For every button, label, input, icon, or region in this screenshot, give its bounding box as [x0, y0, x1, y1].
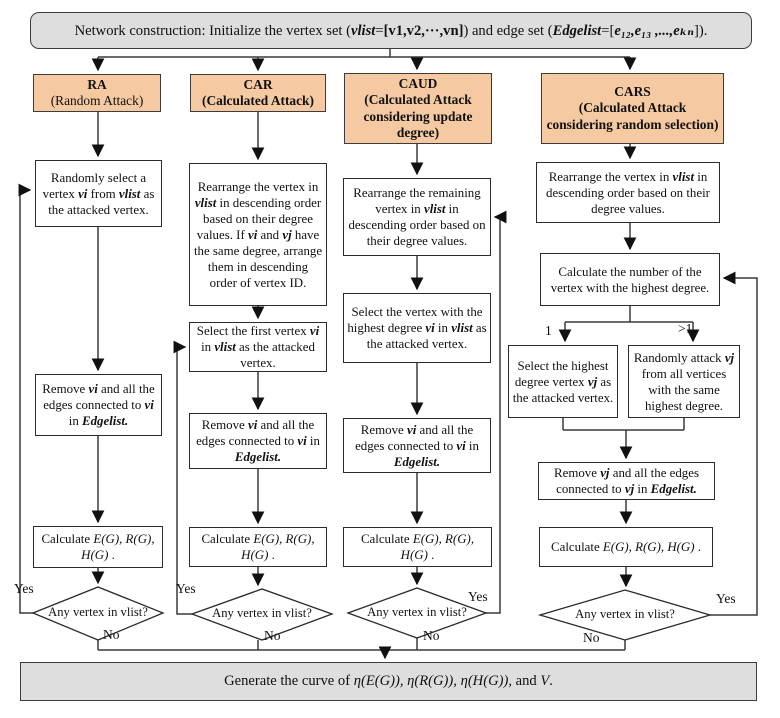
car-no-label: No — [264, 628, 281, 643]
caud-step-remove-vertex: Remove vi and all the edges connected to… — [343, 418, 491, 473]
caud-header-abbr: CAUD — [398, 75, 438, 91]
ra-yes-label: Yes — [14, 581, 34, 596]
ra-header: RA (Random Attack) — [33, 74, 161, 112]
cars-yes-label: Yes — [716, 591, 736, 606]
ra-step-remove-vertex: Remove vi and all the edges connected to… — [35, 374, 162, 436]
caud-step-rearrange-text: Rearrange the remaining vertex in vlist … — [348, 186, 486, 248]
car-header: CAR (Calculated Attack) — [190, 74, 326, 112]
car-step-rearrange-text: Rearrange the vertex in vlist in descend… — [193, 179, 323, 290]
network-construction-text: Network construction: Initialize the ver… — [74, 22, 708, 39]
cars-step-remove-vertex: Remove vj and all the edges connected to… — [538, 462, 715, 500]
car-decision-diamond — [190, 588, 334, 641]
caud-step-calculate: Calculate E(G), R(G), H(G) . — [343, 527, 492, 567]
cars-step-calculate: Calculate E(G), R(G), H(G) . — [539, 527, 713, 567]
caud-decision-label: Any vertex in vlist? — [357, 605, 477, 620]
car-decision-label: Any vertex in vlist? — [202, 606, 322, 621]
ra-decision-label: Any vertex in vlist? — [38, 605, 158, 620]
cars-no-label: No — [583, 630, 600, 645]
cars-step-count-highest: Calculate the number of the vertex with … — [540, 253, 720, 306]
ra-step-calculate-text: Calculate E(G), R(G), H(G) . — [41, 532, 155, 562]
cars-step-remove-vertex-text: Remove vj and all the edges connected to… — [554, 466, 699, 496]
ra-decision-diamond — [31, 586, 165, 641]
car-step-calculate: Calculate E(G), R(G), H(G) . — [189, 527, 327, 567]
caud-step-select-highest-text: Select the vertex with the highest degre… — [347, 305, 487, 351]
car-step-select-first-text: Select the first vertex vi in vlist as t… — [196, 324, 320, 370]
cars-step-random-attack: Randomly attack vj from all vertices wit… — [628, 345, 740, 418]
ra-step-select-vertex-text: Randomly select a vertex vi from vlist a… — [42, 170, 155, 217]
caud-step-rearrange: Rearrange the remaining vertex in vlist … — [343, 178, 491, 256]
caud-step-select-highest: Select the vertex with the highest degre… — [343, 293, 491, 363]
caud-step-calculate-text: Calculate E(G), R(G), H(G) . — [360, 532, 475, 562]
ra-step-calculate: Calculate E(G), R(G), H(G) . — [33, 526, 163, 568]
cars-step-calculate-text: Calculate E(G), R(G), H(G) . — [551, 540, 701, 554]
cars-decision-text: Any vertex in vlist? — [575, 607, 675, 621]
caud-step-remove-vertex-text: Remove vi and all the edges connected to… — [355, 422, 479, 469]
caud-no-label: No — [423, 628, 440, 643]
car-header-abbr: CAR — [243, 76, 273, 92]
cars-header: CARS (Calculated Attack considering rand… — [541, 73, 724, 144]
cars-header-abbr: CARS — [614, 83, 651, 99]
network-construction-banner: Network construction: Initialize the ver… — [30, 12, 752, 49]
car-step-remove-vertex-text: Remove vi and all the edges connected to… — [196, 418, 320, 464]
ra-header-abbr: RA — [87, 76, 107, 92]
car-header-full: (Calculated Attack) — [202, 93, 314, 108]
cars-step-random-attack-text: Randomly attack vj from all vertices wit… — [633, 350, 735, 413]
car-yes-label: Yes — [176, 581, 196, 596]
cars-step-rearrange: Rearrange the vertex in vlist in descend… — [536, 162, 720, 223]
ra-step-remove-vertex-text: Remove vi and all the edges connected to… — [42, 382, 155, 428]
caud-decision-text: Any vertex in vlist? — [367, 605, 467, 619]
ra-step-select-vertex: Randomly select a vertex vi from vlist a… — [35, 160, 162, 227]
cars-step-rearrange-text: Rearrange the vertex in vlist in descend… — [546, 169, 710, 216]
car-step-remove-vertex: Remove vi and all the edges connected to… — [189, 413, 327, 469]
ra-header-full: (Random Attack) — [50, 93, 144, 108]
cars-step-select-highest-text: Select the highest degree vertex vj as t… — [512, 358, 614, 405]
cars-header-full: (Calculated Attack considering random se… — [546, 100, 719, 132]
cars-step-count-highest-text: Calculate the number of the vertex with … — [550, 264, 710, 295]
generate-curve-text: Generate the curve of η(E(G)), η(R(G)), … — [224, 673, 553, 689]
ra-no-label: No — [103, 627, 120, 642]
ra-decision-text: Any vertex in vlist? — [48, 605, 148, 619]
cars-decision-diamond — [537, 589, 713, 641]
cars-branch-label-one: 1 — [545, 323, 552, 338]
car-decision-text: Any vertex in vlist? — [212, 606, 312, 620]
cars-branch-label-many: >1 — [678, 321, 693, 336]
car-step-rearrange: Rearrange the vertex in vlist in descend… — [189, 163, 327, 306]
car-step-calculate-text: Calculate E(G), R(G), H(G) . — [201, 532, 315, 562]
caud-yes-label: Yes — [468, 589, 488, 604]
cars-decision-label: Any vertex in vlist? — [560, 607, 690, 622]
caud-header-full: (Calculated Attack considering update de… — [363, 92, 473, 140]
caud-header: CAUD (Calculated Attack considering upda… — [344, 73, 492, 144]
cars-step-select-highest: Select the highest degree vertex vj as t… — [508, 345, 618, 418]
generate-curve-banner: Generate the curve of η(E(G)), η(R(G)), … — [20, 662, 757, 701]
car-step-select-first: Select the first vertex vi in vlist as t… — [189, 322, 327, 372]
caud-decision-diamond — [346, 587, 488, 639]
